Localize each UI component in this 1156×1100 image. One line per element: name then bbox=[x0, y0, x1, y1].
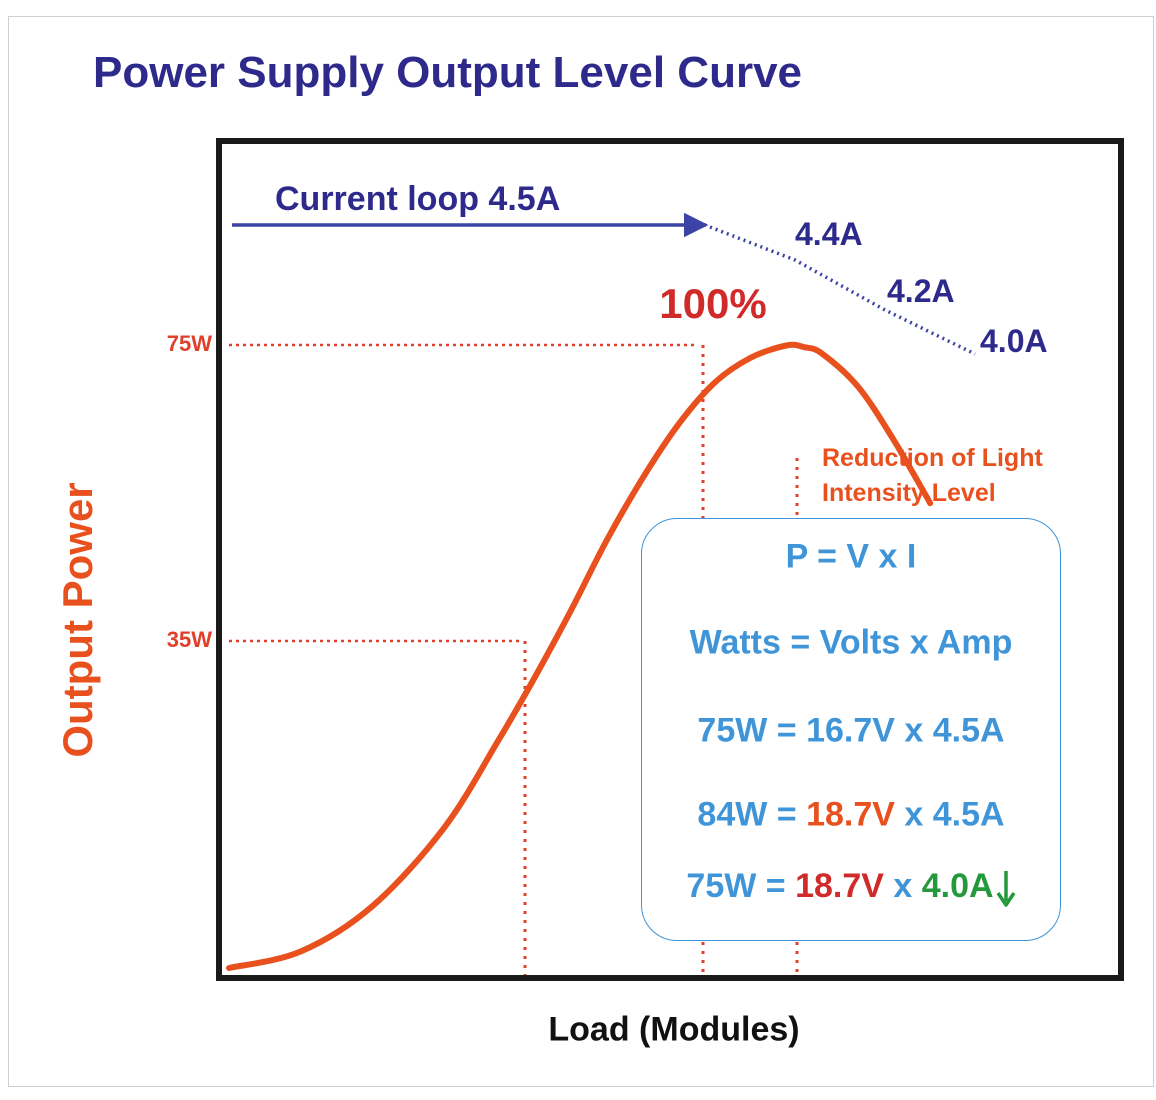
current-point-4-4a: 4.4A bbox=[795, 216, 863, 252]
reduction-label-line-1: Reduction of Light bbox=[822, 444, 1043, 472]
formula-5-amperage: 4.0A bbox=[921, 866, 994, 905]
formula-5-voltage: 18.7V bbox=[795, 866, 884, 905]
formula-5-op: x bbox=[883, 866, 922, 905]
formula-line-1: P = V x I bbox=[785, 537, 917, 576]
formula-4-voltage: 18.7V bbox=[806, 795, 895, 834]
current-point-4-0a: 4.0A bbox=[980, 323, 1048, 359]
formula-line-3: 75W = 16.7V x 4.5A bbox=[697, 711, 1005, 750]
peak-label: 100% bbox=[659, 280, 766, 327]
x-axis-label: Load (Modules) bbox=[548, 1010, 800, 1049]
formula-line-4: 84W = 18.7V x 4.5A bbox=[642, 796, 1060, 835]
formula-4-rest: x 4.5A bbox=[894, 795, 1005, 834]
figure-frame bbox=[8, 16, 1154, 1087]
formula-4-lhs: 84W = bbox=[697, 795, 807, 834]
plot-area-border bbox=[216, 138, 1124, 981]
formula-line-2: Watts = Volts x Amp bbox=[689, 623, 1013, 662]
down-arrow-icon bbox=[996, 871, 1016, 907]
current-point-4-2a: 4.2A bbox=[887, 273, 955, 309]
chart-title: Power Supply Output Level Curve bbox=[93, 48, 803, 97]
y-tick-75w: 75W bbox=[167, 331, 212, 356]
current-loop-label: Current loop 4.5A bbox=[275, 180, 560, 218]
reduction-label-line-2: Intensity Level bbox=[822, 479, 996, 507]
formula-box: P = V x I Watts = Volts x Amp 75W = 16.7… bbox=[641, 518, 1061, 941]
formula-line-5: 75W = 18.7V x 4.0A bbox=[642, 867, 1060, 907]
y-tick-35w: 35W bbox=[167, 627, 212, 652]
formula-5-lhs: 75W = bbox=[686, 866, 796, 905]
output-power-curve bbox=[226, 341, 934, 971]
